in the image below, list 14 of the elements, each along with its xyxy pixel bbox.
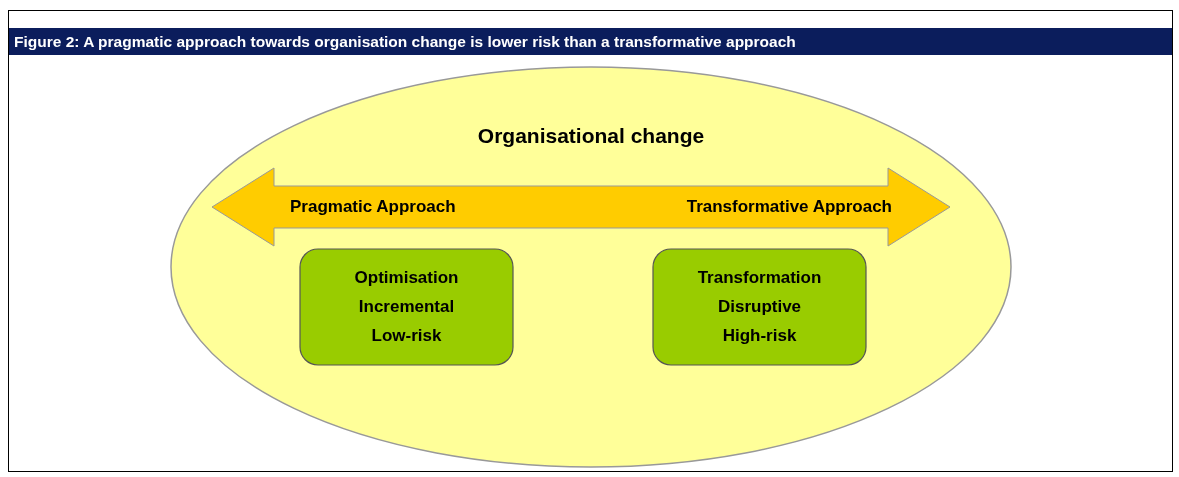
- box-text: Incremental: [357, 296, 456, 317]
- arrow-label: Pragmatic Approach: [290, 197, 456, 217]
- rounded-box: [299, 248, 514, 366]
- ellipse-region: [170, 66, 1012, 468]
- box-text: Disruptive: [716, 296, 803, 317]
- box-text: High-risk: [721, 325, 798, 346]
- box-text: Optimisation: [353, 267, 460, 288]
- double-headed-arrow: [212, 168, 950, 246]
- region-heading: Organisational change: [476, 124, 706, 148]
- figure-title: Figure 2: A pragmatic approach towards organisation change is lower risk than a transformative approach: [14, 33, 796, 51]
- arrow-label: Transformative Approach: [686, 197, 892, 217]
- rounded-box: [652, 248, 867, 366]
- box-text: Low-risk: [370, 325, 443, 346]
- box-text: Transformation: [696, 267, 823, 288]
